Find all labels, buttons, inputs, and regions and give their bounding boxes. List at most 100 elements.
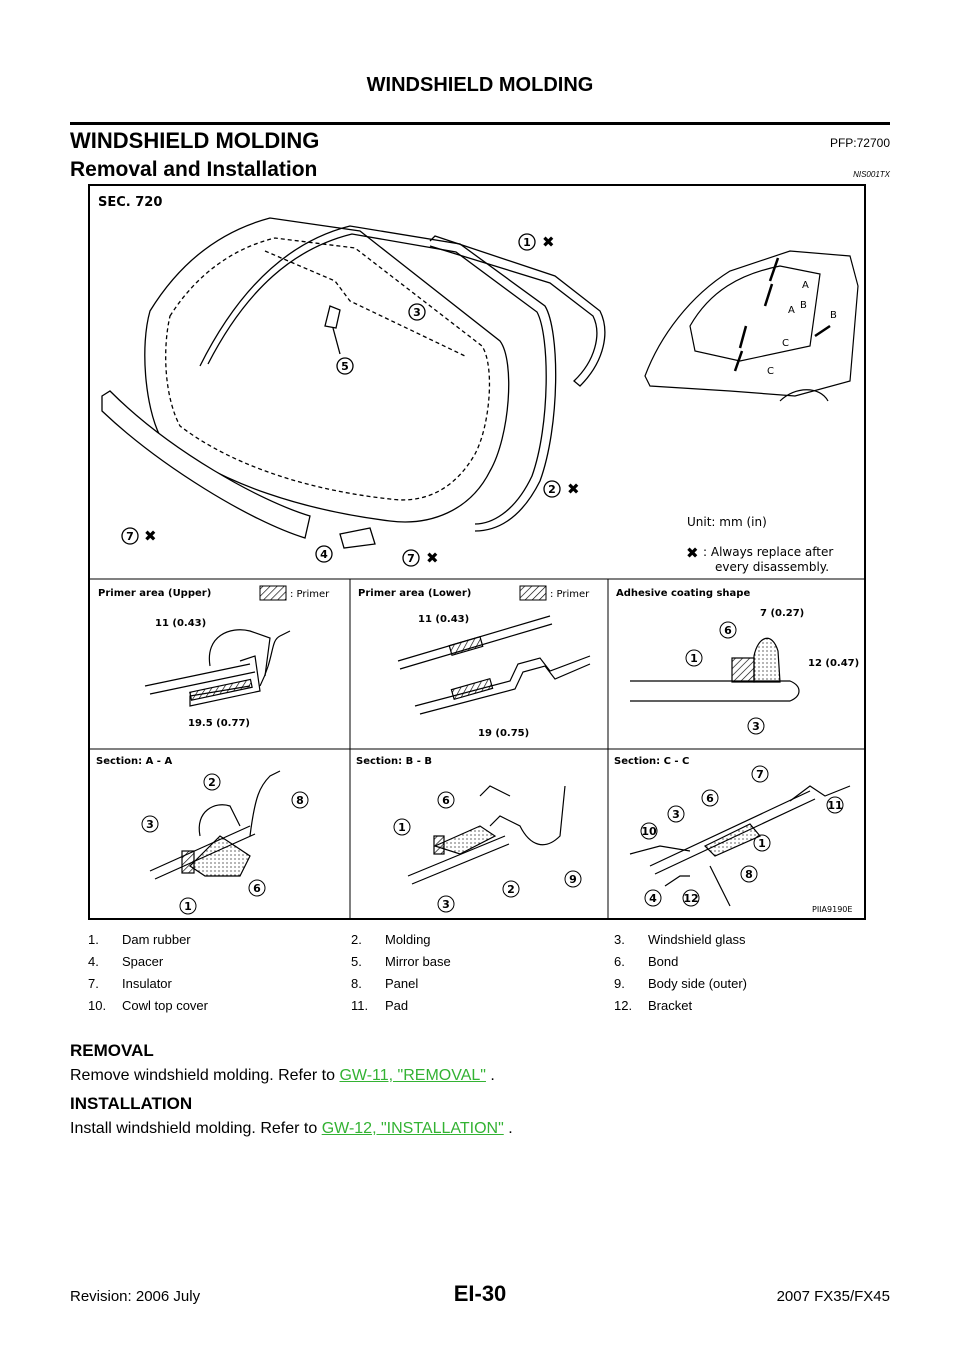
adhesive-title: Adhesive coating shape [616,588,750,599]
exploded-view-figure: SEC. 720 A A B B C C 1 2 3 4 [88,184,866,920]
section-cc-title: Section: C - C [614,756,689,767]
legend-label: Bracket [648,998,693,1013]
svg-text:8: 8 [296,794,304,807]
legend-num: 6. [614,954,625,969]
legend-row: 10.Cowl top cover 11.Pad 12.Bracket [88,998,878,1020]
svg-text:3: 3 [442,898,450,911]
svg-text:6: 6 [724,624,732,637]
page-number: EI-30 [453,1281,507,1306]
svg-text:4: 4 [320,548,328,561]
adhesive-callouts: 6 1 3 [685,621,765,735]
installation-tail: . [503,1120,513,1137]
windshield-glass-drawing [101,217,510,549]
main-callouts: 1 2 3 4 5 7 7 [121,233,561,567]
removal-sentence: Remove windshield molding. Refer to [70,1067,340,1084]
svg-text:3: 3 [413,306,421,319]
callout-3: 3 [408,303,426,321]
legend-label: Mirror base [385,954,451,969]
dim-19-5: 19.5 (0.77) [188,718,250,729]
figure-drawing: SEC. 720 A A B B C C 1 2 3 4 [90,195,864,918]
svg-text:8: 8 [745,868,753,881]
dim-19: 19 (0.75) [478,728,529,739]
dim-7: 7 (0.27) [760,608,804,619]
legend-num: 3. [614,932,625,947]
svg-text:1: 1 [398,821,406,834]
installation-text: Install windshield molding. Refer to GW-… [70,1120,513,1138]
removal-text: Remove windshield molding. Refer to GW-1… [70,1067,495,1085]
figure-id: PIIA9190E [812,905,852,914]
svg-text:6: 6 [706,792,714,805]
svg-text:2: 2 [548,483,556,496]
legend-num: 5. [351,954,362,969]
section-aa-title: Section: A - A [96,756,172,767]
legend-row: 4.Spacer 5.Mirror base 6.Bond [88,954,878,976]
replace-mark-icon: ✖ [144,527,157,545]
svg-text:7: 7 [756,768,764,781]
primer-lower-title: Primer area (Lower) [358,588,471,599]
section-bb-title: Section: B - B [356,756,432,767]
section-aa-callouts: 2 8 3 6 1 [141,773,309,915]
svg-text:2: 2 [208,776,216,789]
section-bb-drawing [407,785,566,885]
svg-text:11: 11 [827,799,842,812]
callout-7: 7 [121,527,139,545]
callout-2: 2 [543,480,561,498]
legend-label: Molding [385,932,431,947]
installation-link[interactable]: GW-12, "INSTALLATION" [321,1120,504,1137]
legend-label: Cowl top cover [122,998,208,1013]
legend-row: 1.Dam rubber 2.Molding 3.Windshield glas… [88,932,878,954]
svg-text:3: 3 [752,720,760,733]
callout-7: 7 [402,549,420,567]
car-section-letters: A A B B C C [767,280,837,377]
primer-lower-drawing [397,615,591,715]
dim-11: 11 (0.43) [155,618,206,629]
unit-label: Unit: mm (in) [687,515,767,529]
running-title: WINDSHIELD MOLDING [366,74,594,96]
section-aa-drawing [149,770,281,880]
primer-legend: : Primer [550,589,590,600]
svg-text:9: 9 [569,873,577,886]
section-title: Removal and Installation [70,158,318,181]
letter-b: B [800,300,807,311]
legend-num: 12. [614,998,633,1013]
panel-grid [90,578,864,918]
legend-label: Panel [385,976,419,991]
replace-note-cont: every disassembly. [715,560,829,574]
replace-marks: ✖ ✖ ✖ ✖ ✖ [144,233,699,567]
section-code: NIS001TX [853,170,890,179]
svg-text:1: 1 [758,837,766,850]
svg-text:6: 6 [442,794,450,807]
installation-sentence: Install windshield molding. Refer to [70,1120,322,1137]
car-silhouette-drawing [644,250,859,402]
legend-num: 8. [351,976,362,991]
letter-c: C [782,338,789,349]
dim-12: 12 (0.47) [808,658,859,669]
callout-4: 4 [315,545,333,563]
car-section-markers [733,257,831,372]
callout-1: 1 [518,233,536,251]
header-rule [70,122,890,125]
legend-num: 11. [351,998,369,1013]
legend-num: 2. [351,932,362,947]
legend-label: Spacer [122,954,164,969]
section-cc-callouts: 7 6 3 10 1 8 4 12 11 [640,765,844,907]
parts-legend: 1.Dam rubber 2.Molding 3.Windshield glas… [88,932,878,1020]
primer-upper-drawing [144,629,291,707]
letter-a: A [802,280,809,291]
legend-num: 4. [88,954,99,969]
removal-heading: REMOVAL [70,1041,154,1060]
svg-text:1: 1 [523,236,531,249]
primer-swatch [519,585,547,601]
letter-b: B [830,310,837,321]
primer-legend: : Primer [290,589,330,600]
model-name: 2007 FX35/FX45 [776,1288,890,1305]
removal-tail: . [485,1067,495,1084]
letter-a: A [788,305,795,316]
legend-num: 9. [614,976,625,991]
replace-mark-icon: ✖ [686,544,699,562]
svg-text:7: 7 [126,530,134,543]
installation-heading: INSTALLATION [70,1094,193,1113]
replace-mark-icon: ✖ [567,480,580,498]
molding-strip-drawing [199,225,606,532]
removal-link[interactable]: GW-11, "REMOVAL" [339,1067,486,1084]
